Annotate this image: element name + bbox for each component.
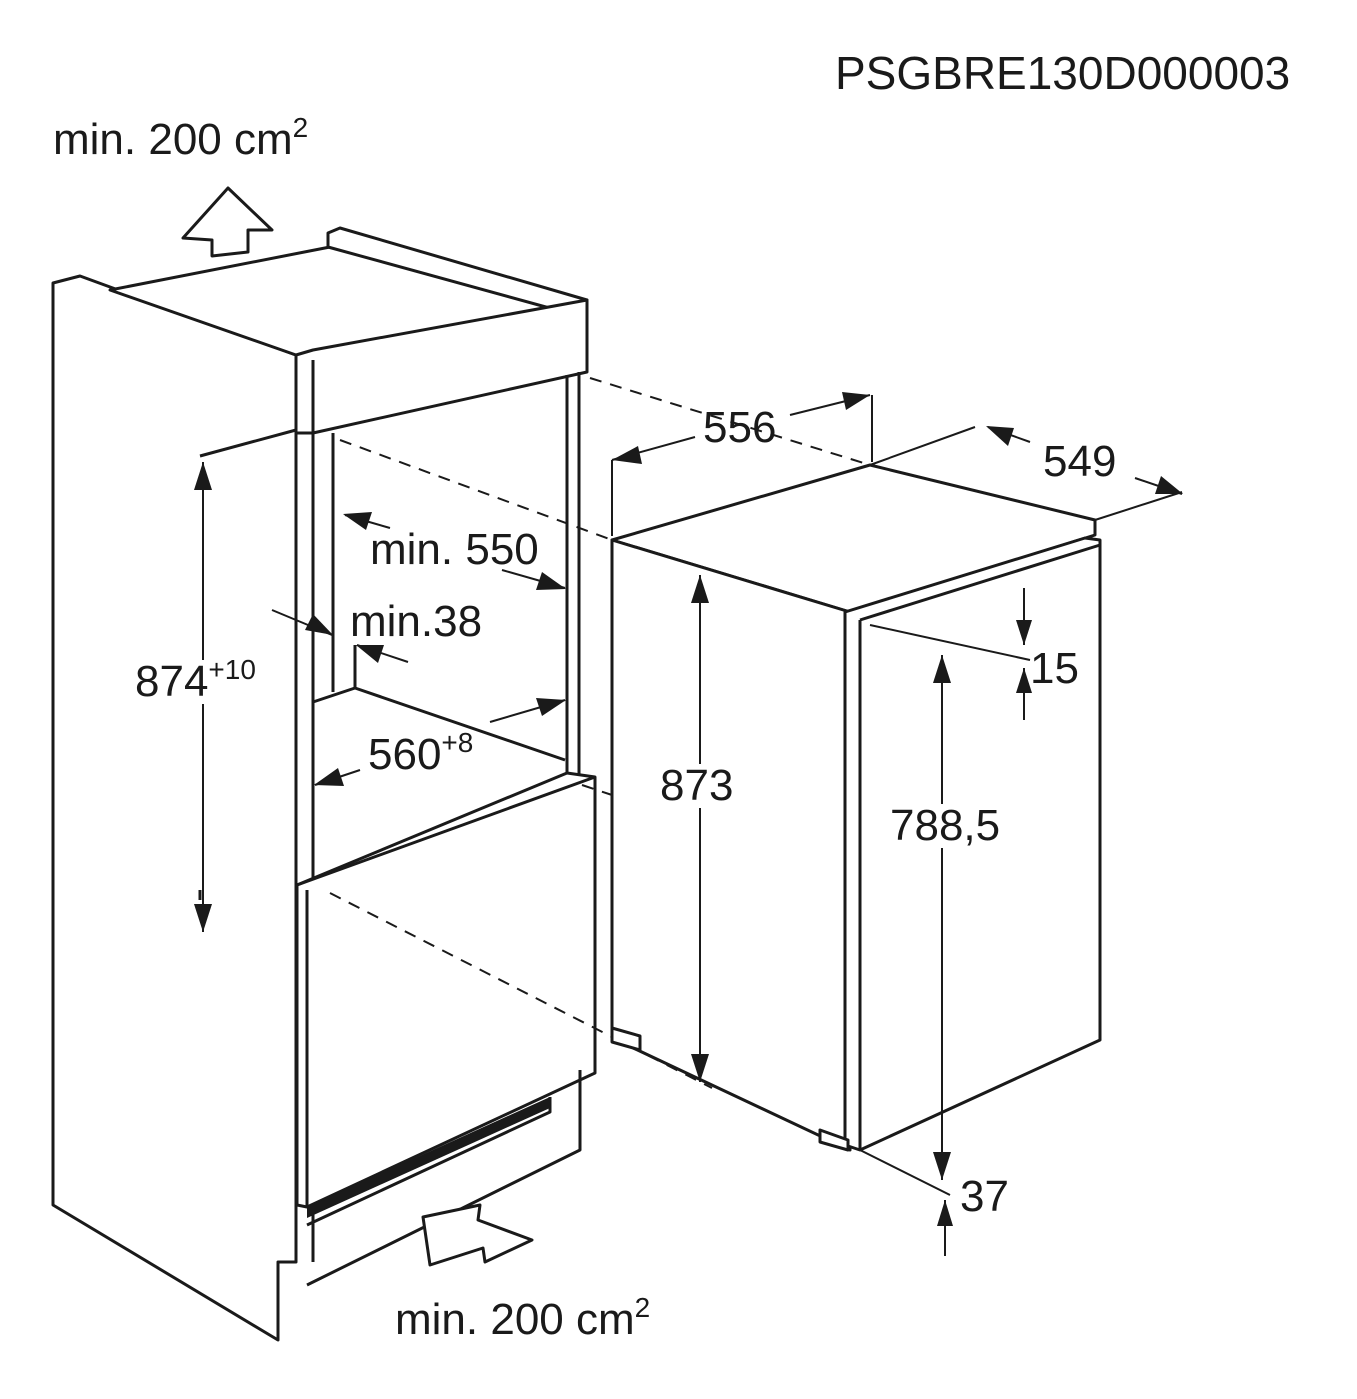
appliance-depth-label: 549	[1043, 437, 1117, 486]
side-gap-label: min.38	[350, 597, 483, 646]
vent-up-arrow-icon	[181, 186, 274, 258]
niche-width-tolerance: +8	[441, 727, 474, 758]
top-gap-label: 15	[1030, 644, 1079, 693]
niche-width-value: 560	[368, 730, 442, 779]
door-height-label: 788,5	[890, 801, 1001, 850]
niche-width-label: 560+8	[368, 729, 473, 779]
vent-in-arrow-icon	[421, 1203, 534, 1267]
niche-height-value: 874	[135, 657, 209, 706]
vent-bottom-text: min. 200 cm	[395, 1295, 635, 1344]
vent-top-label: min. 200 cm2	[53, 114, 308, 164]
niche-height-tolerance: +10	[208, 654, 256, 685]
niche-height-label: 874+10	[135, 656, 256, 706]
appliance-width-label: 556	[703, 403, 777, 452]
document-code: PSGBRE130D000003	[835, 47, 1291, 99]
dimension-lines	[194, 392, 1183, 1256]
niche-depth-label: min. 550	[370, 525, 539, 574]
vent-top-sup: 2	[292, 112, 309, 143]
vent-top-text: min. 200 cm	[53, 115, 293, 164]
cabinet	[51, 226, 597, 1342]
appliance-height-label: 873	[660, 761, 734, 810]
vent-bottom-label: min. 200 cm2	[395, 1294, 650, 1344]
bottom-gap-label: 37	[960, 1172, 1009, 1221]
vent-bottom-sup: 2	[634, 1292, 651, 1323]
